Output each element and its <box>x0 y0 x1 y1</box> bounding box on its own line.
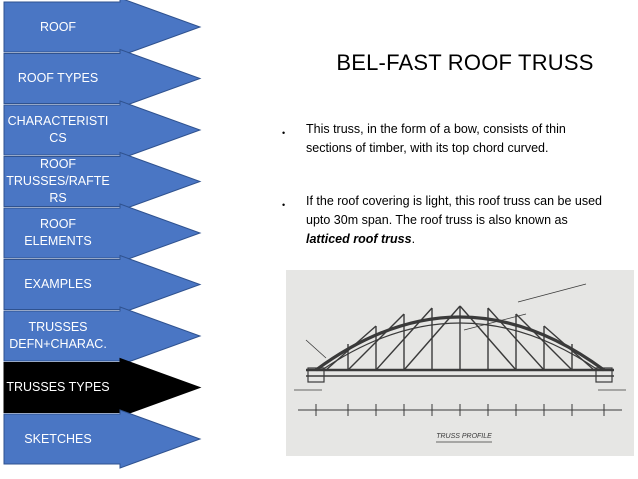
nav-arrow-characteristics[interactable] <box>3 100 202 160</box>
nav-item-trusses-types[interactable]: TRUSSES TYPES <box>4 363 112 413</box>
slide-title: BEL-FAST ROOF TRUSS <box>336 50 594 75</box>
nav-arrow-sketches[interactable] <box>3 409 202 469</box>
nav-item-label: TRUSSES TYPES <box>6 380 110 394</box>
nav-item-label: ROOF TYPES <box>17 71 99 85</box>
nav-item-label: SKETCHES <box>24 431 92 446</box>
figure-caption: TRUSS PROFILE <box>436 433 492 440</box>
bullet-2-emphasis: latticed roof truss <box>306 232 412 246</box>
nav-arrow-trusses-types[interactable] <box>3 357 202 418</box>
nav-item-label: ROOF <box>39 19 77 34</box>
bullet-2-suffix: . <box>411 232 416 246</box>
nav-item-roof[interactable]: ROOF <box>4 2 112 52</box>
nav-item-label: EXAMPLES <box>24 277 92 291</box>
bullet-dot: • <box>282 200 286 210</box>
nav-item-roof-types[interactable]: ROOF TYPES <box>4 54 112 104</box>
bullet-1-text: This truss, in the form of a bow, consis… <box>306 122 566 155</box>
truss-drawing: TRUSS PROFILE <box>294 283 626 443</box>
nav-arrow-roof[interactable] <box>3 0 202 57</box>
nav-arrow-roof-elements[interactable] <box>3 203 202 263</box>
nav-arrow-examples[interactable] <box>3 254 202 315</box>
bullet-2-body: If the roof covering is light, this roof… <box>306 194 602 227</box>
nav-arrow-roof-trusses-rafters[interactable] <box>3 151 202 212</box>
nav-arrows <box>3 0 202 469</box>
nav-arrow-roof-types[interactable] <box>3 48 202 109</box>
truss-profile-figure: TRUSS PROFILE <box>286 270 634 456</box>
nav-arrow-trusses-defn[interactable] <box>3 306 202 366</box>
nav-item-sketches[interactable]: SKETCHES <box>4 414 112 464</box>
bullet-dot: • <box>282 128 286 138</box>
nav-item-examples[interactable]: EXAMPLES <box>4 260 112 310</box>
bullet-2-text: If the roof covering is light, this roof… <box>306 192 602 249</box>
